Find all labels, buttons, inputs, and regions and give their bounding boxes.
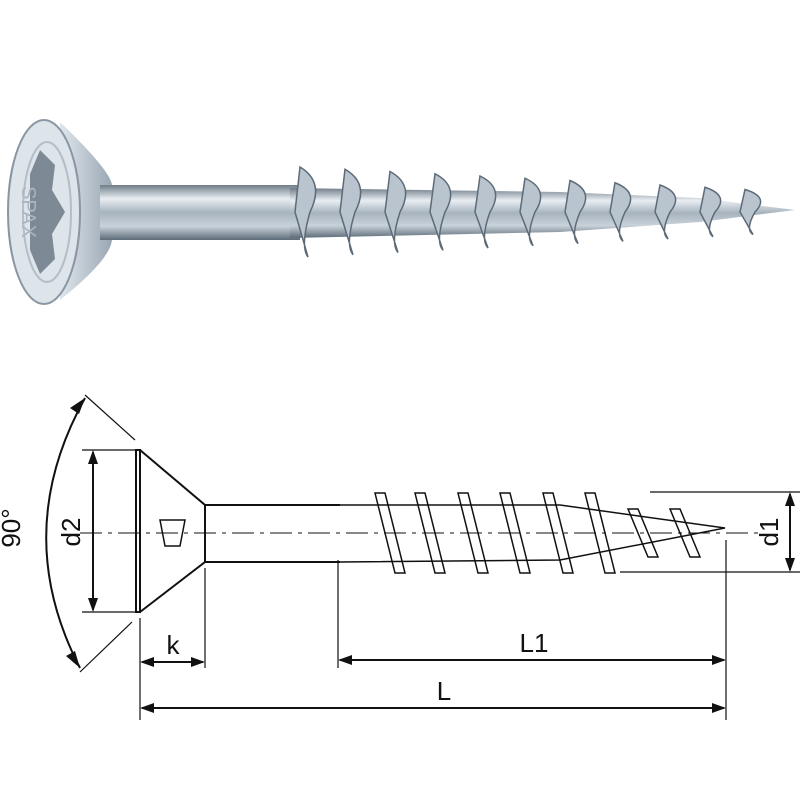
thread-turn (584, 492, 616, 574)
thread-turn (668, 508, 702, 558)
L-label: L (437, 676, 451, 706)
thread-turn (429, 172, 452, 251)
thread-turn (739, 188, 762, 236)
thread-turn (457, 492, 489, 574)
d2-label: d2 (56, 518, 86, 547)
angle-arc (45, 397, 86, 669)
technical-drawing (45, 394, 800, 720)
angle-label: 90° (0, 508, 26, 547)
thread-turn (626, 508, 660, 558)
thread-turn (699, 186, 722, 238)
spax-logo: SPAX (17, 186, 39, 238)
screw-shank (100, 185, 300, 240)
head-cone (139, 449, 206, 613)
thread-turn (519, 177, 542, 247)
screw-photo: SPAX (7, 119, 795, 305)
thread-turn (384, 170, 407, 253)
thread-turn (564, 179, 587, 245)
arrowheads (66, 398, 795, 713)
thread-turn (294, 165, 317, 258)
shank-outline (205, 504, 340, 563)
thread-turn (374, 492, 406, 574)
k-label: k (167, 630, 181, 660)
head-face (135, 449, 141, 613)
thread-turn (499, 492, 531, 574)
L1-label: L1 (520, 628, 549, 658)
thread-turn (609, 181, 632, 242)
drawing-threads (374, 492, 702, 574)
d1-label: d1 (754, 518, 784, 547)
thread-turn (414, 492, 446, 574)
thread-turn (474, 174, 497, 249)
thread-turn (339, 168, 362, 256)
screw-threads (294, 165, 762, 258)
thread-turn (654, 183, 677, 240)
thread-turn (542, 492, 574, 574)
torx-drive-icon (30, 150, 65, 274)
